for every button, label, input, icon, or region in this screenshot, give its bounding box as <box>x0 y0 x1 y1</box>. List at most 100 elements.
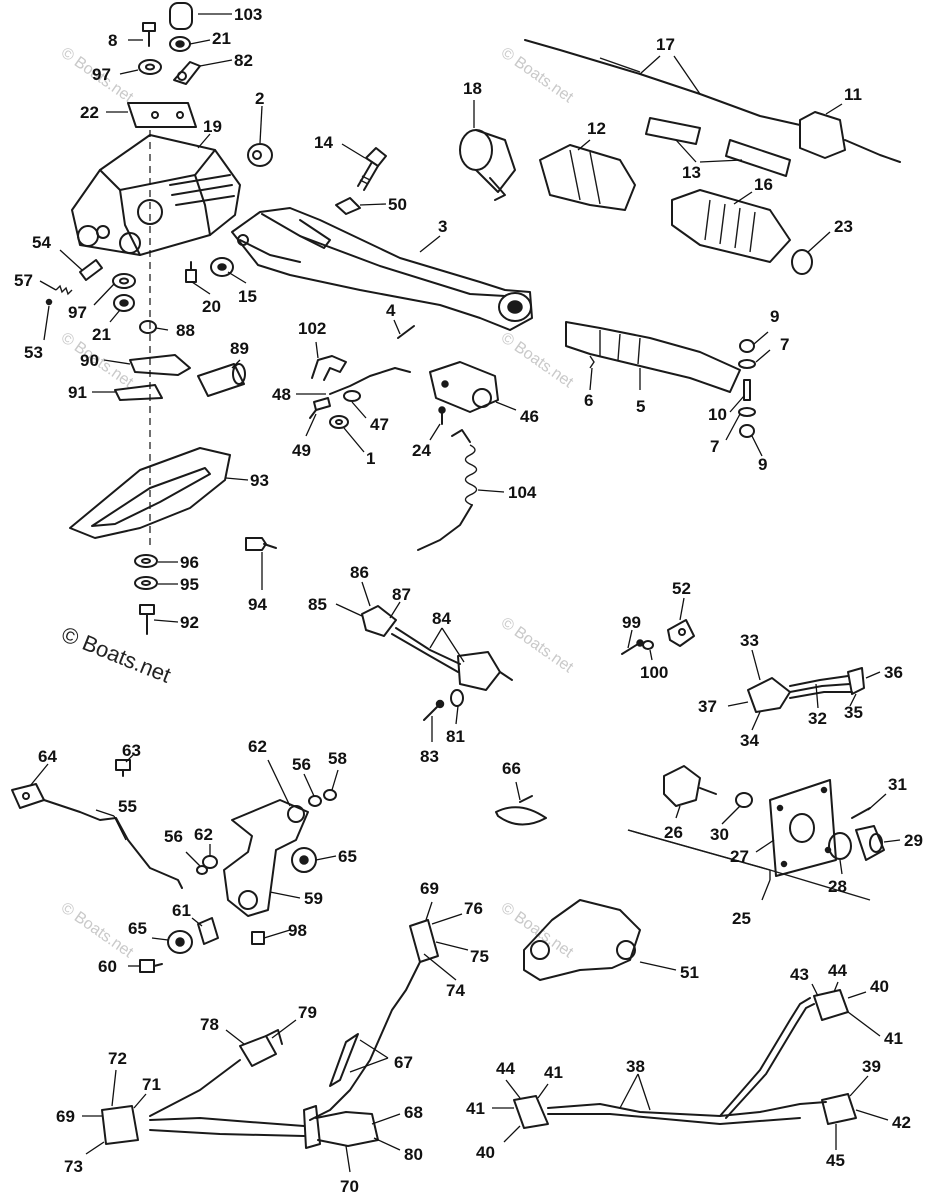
bracket-52 <box>667 619 695 647</box>
tubes-13 <box>645 117 791 177</box>
callout-75: 75 <box>470 947 489 966</box>
callout-43: 43 <box>790 965 809 984</box>
harness-67 <box>101 919 439 1149</box>
bolt-94 <box>245 537 277 551</box>
switch-18 <box>459 129 516 201</box>
callout-25: 25 <box>732 909 751 928</box>
callout-78: 78 <box>200 1015 219 1034</box>
callout-57: 57 <box>14 271 33 290</box>
callout-50: 50 <box>388 195 407 214</box>
callout-9: 9 <box>758 455 767 474</box>
screw-60 <box>139 959 163 973</box>
screw-83 <box>423 699 445 721</box>
screw-24 <box>438 406 446 425</box>
part-drawings <box>11 2 901 1149</box>
callout-53: 53 <box>24 343 43 362</box>
callout-87: 87 <box>392 585 411 604</box>
callout-22: 22 <box>80 103 99 122</box>
cap-103 <box>169 2 193 30</box>
callout-97: 97 <box>92 65 111 84</box>
callout-74: 74 <box>446 981 465 1000</box>
nut-9-top <box>739 339 755 353</box>
callout-44: 44 <box>496 1059 515 1078</box>
callout-49: 49 <box>292 441 311 460</box>
callout-71: 71 <box>142 1075 161 1094</box>
rod-end-64 <box>11 783 45 809</box>
callout-90: 90 <box>80 351 99 370</box>
washer-7-bottom <box>738 407 756 417</box>
callout-21: 21 <box>92 325 111 344</box>
nut-15 <box>210 257 234 277</box>
callout-7: 7 <box>710 437 719 456</box>
callout-24: 24 <box>412 441 431 460</box>
nut-88 <box>139 320 157 334</box>
callout-9: 9 <box>770 307 779 326</box>
sleeve-89 <box>197 363 246 397</box>
washer-65-left <box>167 930 193 954</box>
callout-83: 83 <box>420 747 439 766</box>
callout-104: 104 <box>508 483 537 502</box>
washer-97-top <box>138 59 162 75</box>
assembly-25 <box>627 829 871 901</box>
callout-46: 46 <box>520 407 539 426</box>
cable-end-11 <box>799 111 901 163</box>
callout-97: 97 <box>68 303 87 322</box>
callout-40: 40 <box>870 977 889 996</box>
fitting-98 <box>251 931 265 945</box>
callout-8: 8 <box>108 31 117 50</box>
wire-48 <box>329 367 411 395</box>
tiller-arm-3 <box>231 207 533 331</box>
callout-4: 4 <box>386 301 396 320</box>
link-rod-55 <box>43 799 183 889</box>
callout-26: 26 <box>664 823 683 842</box>
screw-49 <box>309 397 331 419</box>
callout-80: 80 <box>404 1145 423 1164</box>
callout-10: 10 <box>708 405 727 424</box>
nut-30 <box>735 792 753 808</box>
clip-82 <box>173 61 201 85</box>
plate-22 <box>127 102 197 128</box>
callout-62: 62 <box>194 825 213 844</box>
callout-92: 92 <box>180 613 199 632</box>
nut-56-mid <box>196 865 208 875</box>
washer-96 <box>134 554 158 568</box>
watermark: © Boats.net <box>498 614 577 676</box>
callout-20: 20 <box>202 297 221 316</box>
callout-19: 19 <box>203 117 222 136</box>
callout-14: 14 <box>314 133 333 152</box>
grommet-28 <box>828 832 852 860</box>
watermark: © Boats.net <box>498 899 577 961</box>
callout-34: 34 <box>740 731 759 750</box>
callout-3: 3 <box>438 217 447 236</box>
ball-53 <box>45 298 53 306</box>
callout-17: 17 <box>656 35 675 54</box>
bolt-14 <box>357 147 387 191</box>
washer-65-right <box>291 847 317 873</box>
callout-65: 65 <box>128 919 147 938</box>
callout-6: 6 <box>584 391 593 410</box>
nut-21-mid <box>113 294 135 312</box>
callout-67: 67 <box>394 1053 413 1072</box>
callout-69: 69 <box>420 879 439 898</box>
harness-84 <box>361 605 513 691</box>
callout-58: 58 <box>328 749 347 768</box>
callout-1: 1 <box>366 449 375 468</box>
spring-57 <box>55 284 73 296</box>
plate-90 <box>129 354 191 376</box>
callout-99: 99 <box>622 613 641 632</box>
callout-96: 96 <box>180 553 199 572</box>
callout-94: 94 <box>248 595 267 614</box>
callout-85: 85 <box>308 595 327 614</box>
callout-73: 73 <box>64 1157 83 1176</box>
callout-52: 52 <box>672 579 691 598</box>
callout-40: 40 <box>476 1143 495 1162</box>
clip-50 <box>335 197 361 215</box>
callout-91: 91 <box>68 383 87 402</box>
plate-91 <box>114 384 163 401</box>
callout-51: 51 <box>680 963 699 982</box>
callout-55: 55 <box>118 797 137 816</box>
callout-64: 64 <box>38 747 57 766</box>
washer-97-mid <box>112 273 136 289</box>
callout-23: 23 <box>834 217 853 236</box>
